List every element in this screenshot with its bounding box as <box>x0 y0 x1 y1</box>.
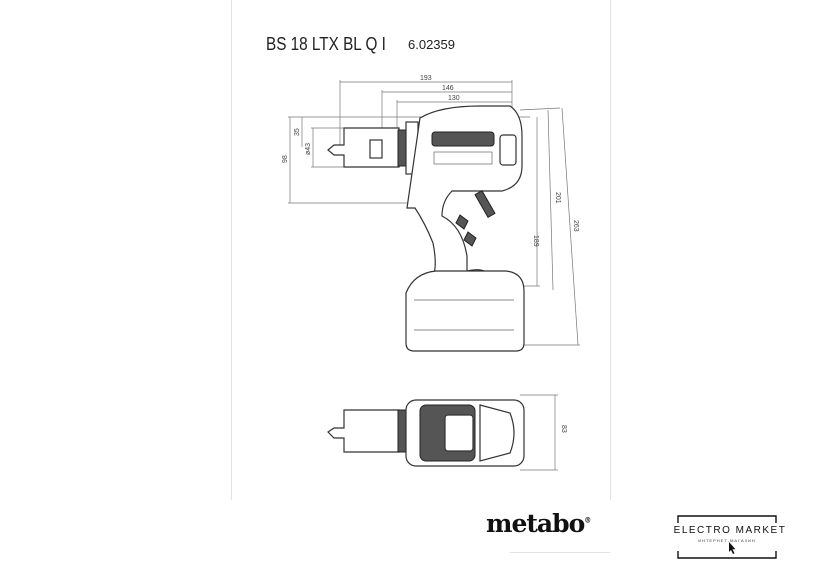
dim-193-label: 193 <box>420 75 432 82</box>
model-title: BS 18 LTX BL Q I <box>266 34 386 54</box>
article-number: 6.02359 <box>408 37 455 52</box>
metabo-logo-text: metabo <box>486 509 585 538</box>
electro-market-logo: ELECTRO MARKET ИНТЕРНЕТ-МАГАЗИН <box>674 515 785 559</box>
metabo-logo: metabo® <box>486 509 591 538</box>
logo-frame-icon <box>677 515 777 559</box>
dim-189-label: 189 <box>532 235 539 247</box>
electro-market-subtitle: ИНТЕРНЕТ-МАГАЗИН <box>698 538 756 543</box>
dim-201-label: 201 <box>554 192 561 204</box>
dim-193: 193 <box>339 75 512 150</box>
frame-right-line <box>610 0 611 500</box>
drill-side-view <box>327 105 525 352</box>
drill-top-view: 83 <box>327 394 567 471</box>
dim-43: ø43 <box>305 127 345 168</box>
chuck <box>327 127 400 168</box>
chuck-top <box>327 409 400 453</box>
battery-pack <box>405 270 525 352</box>
dim-146-label: 146 <box>442 85 454 92</box>
dim-130-label: 130 <box>448 95 460 102</box>
electro-market-title: ELECTRO MARKET <box>673 525 787 536</box>
frame-bottom-line <box>510 552 610 553</box>
dim-263-label: 263 <box>572 220 579 232</box>
frame-left-line <box>231 0 232 500</box>
brand-plate <box>431 131 495 147</box>
dim-98-label: 98 <box>282 155 289 163</box>
dim-201: 201 <box>519 107 561 291</box>
dim-35: 35 <box>294 117 303 147</box>
dim-146: 146 <box>381 85 512 130</box>
dim-43-label: ø43 <box>305 143 312 155</box>
dim-83-label: 83 <box>560 425 567 433</box>
dim-35-label: 35 <box>294 128 301 136</box>
dim-130: 130 <box>396 80 513 130</box>
